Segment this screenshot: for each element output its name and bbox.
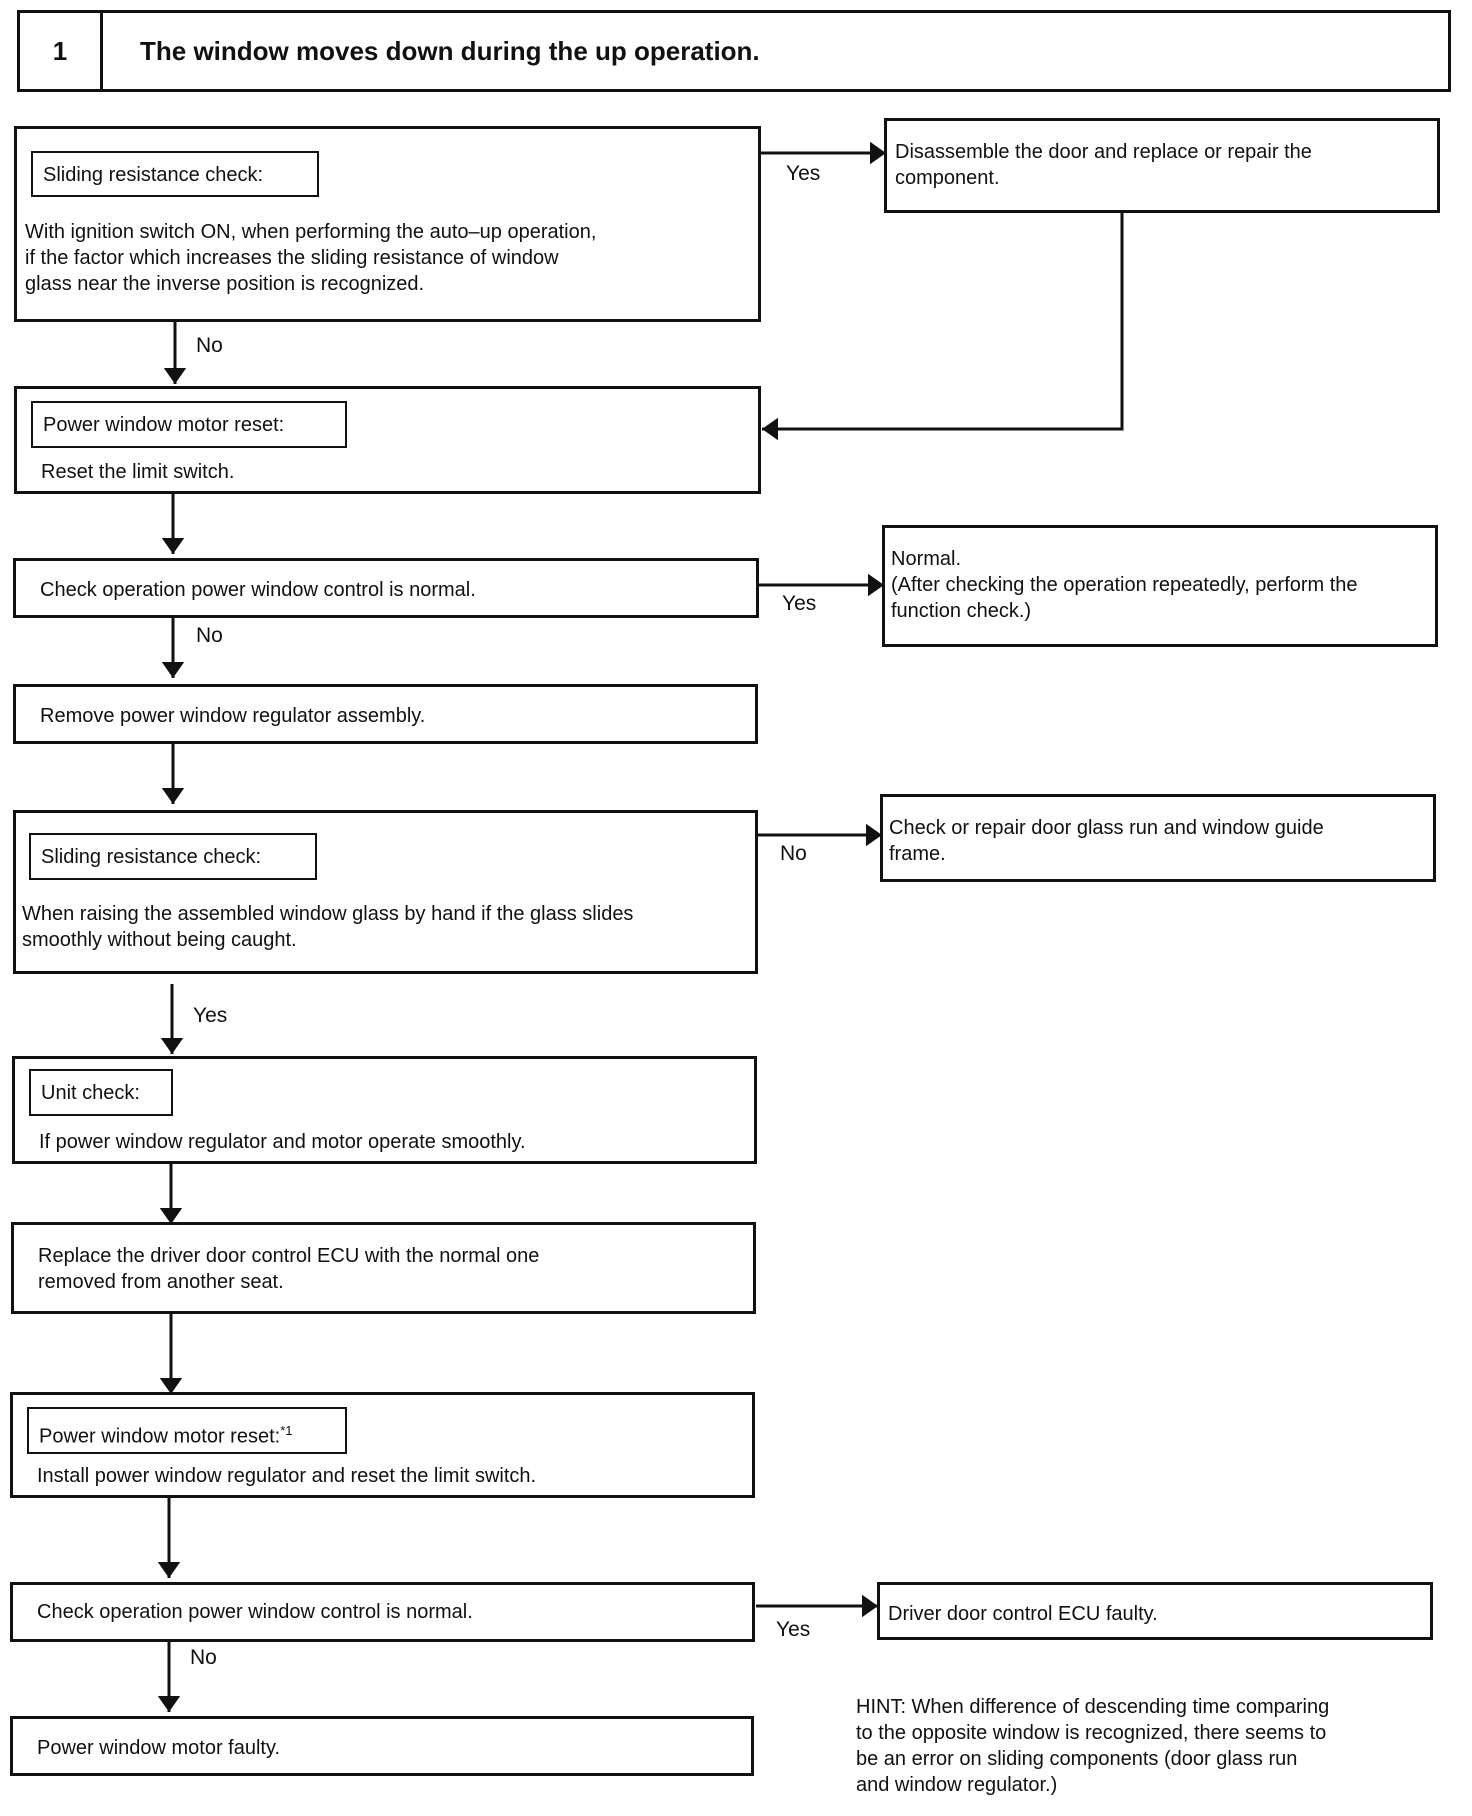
- step-body: Install power window regulator and reset…: [37, 1465, 537, 1487]
- step-body: With ignition switch ON, when performing…: [25, 221, 597, 295]
- result-disassemble-door: Disassemble the door and replace or repa…: [884, 118, 1440, 213]
- step-heading: Sliding resistance check:: [31, 151, 319, 197]
- step-body: When raising the assembled window glass …: [22, 903, 634, 951]
- step-motor-reset-2: Power window motor reset:*1 Install powe…: [10, 1392, 755, 1498]
- step-body: Check operation power window control is …: [40, 579, 476, 601]
- label-no-5: No: [780, 842, 807, 865]
- step-heading: Sliding resistance check:: [29, 833, 317, 880]
- footnote-mark: *1: [280, 1423, 293, 1438]
- label-no-3: No: [196, 624, 223, 647]
- step-remove-regulator: Remove power window regulator assembly.: [13, 684, 758, 744]
- result-body: Disassemble the door and replace or repa…: [895, 141, 1312, 189]
- label-yes-1: Yes: [786, 162, 821, 185]
- step-sliding-resistance-check-2: Sliding resistance check: When raising t…: [13, 810, 758, 974]
- hint-text: HINT: When difference of descending time…: [856, 1696, 1330, 1796]
- step-body: If power window regulator and motor oper…: [39, 1131, 526, 1153]
- label-yes-9: Yes: [776, 1618, 811, 1641]
- step-replace-ecu: Replace the driver door control ECU with…: [11, 1222, 756, 1314]
- step-motor-reset-1: Power window motor reset: Reset the limi…: [14, 386, 761, 494]
- step-number: 1: [20, 13, 103, 89]
- result-ecu-faulty: Driver door control ECU faulty.: [877, 1582, 1433, 1640]
- step-check-operation-2: Check operation power window control is …: [10, 1582, 755, 1642]
- step-body: Check operation power window control is …: [37, 1601, 473, 1623]
- result-body: Driver door control ECU faulty.: [888, 1603, 1158, 1625]
- label-no-1: No: [196, 334, 223, 357]
- step-body: Reset the limit switch.: [41, 461, 235, 483]
- result-body: Check or repair door glass run and windo…: [889, 817, 1324, 865]
- label-yes-3: Yes: [782, 592, 817, 615]
- label-yes-5: Yes: [193, 1004, 228, 1027]
- result-normal: Normal. (After checking the operation re…: [882, 525, 1438, 647]
- step-heading: Power window motor reset:*1: [27, 1407, 347, 1454]
- step-body: Remove power window regulator assembly.: [40, 705, 426, 727]
- step-heading: Power window motor reset:: [31, 401, 347, 448]
- step-heading: Unit check:: [29, 1069, 173, 1116]
- result-check-glass-run: Check or repair door glass run and windo…: [880, 794, 1436, 882]
- step-sliding-resistance-check-1: Sliding resistance check: With ignition …: [14, 126, 761, 322]
- label-no-9: No: [190, 1646, 217, 1669]
- step-body: Replace the driver door control ECU with…: [38, 1245, 540, 1293]
- step-motor-faulty: Power window motor faulty.: [10, 1716, 754, 1776]
- step-heading-text: Power window motor reset:: [39, 1425, 281, 1448]
- result-body: Normal. (After checking the operation re…: [891, 548, 1358, 622]
- arrow-r1-s2: [762, 212, 1124, 441]
- step-unit-check: Unit check: If power window regulator an…: [12, 1056, 757, 1164]
- title-box: 1 The window moves down during the up op…: [17, 10, 1451, 92]
- step-body: Power window motor faulty.: [37, 1737, 281, 1759]
- page-title: The window moves down during the up oper…: [140, 36, 760, 66]
- step-check-operation-1: Check operation power window control is …: [13, 558, 759, 618]
